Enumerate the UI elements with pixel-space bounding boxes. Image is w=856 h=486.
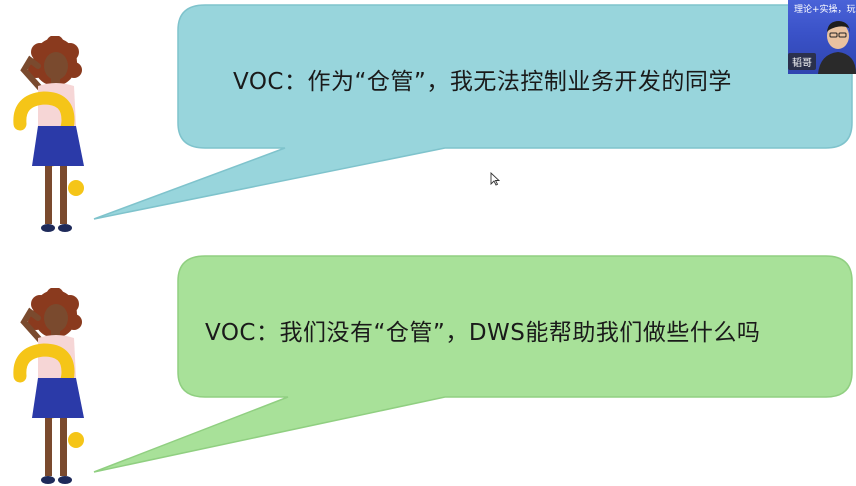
thinking-woman-question-mark-icon [13,288,84,484]
speech-bubble-1-text: VOC：作为“仓管”，我无法控制业务开发的同学 [233,69,732,95]
mouse-pointer-icon [490,172,500,186]
speech-bubble-1 [93,4,853,220]
presenter-avatar [818,21,856,74]
speech-bubble-2 [93,255,853,473]
speech-bubble-2-text: VOC：我们没有“仓管”，DWS能帮助我们做些什么吗 [205,320,761,346]
webcam-caption: 理论+实操，玩 [794,5,856,15]
presenter-webcam: 理论+实操，玩 韬哥 [788,0,856,74]
presenter-name-label: 韬哥 [788,53,816,70]
thinking-woman-question-mark-icon [13,36,84,232]
